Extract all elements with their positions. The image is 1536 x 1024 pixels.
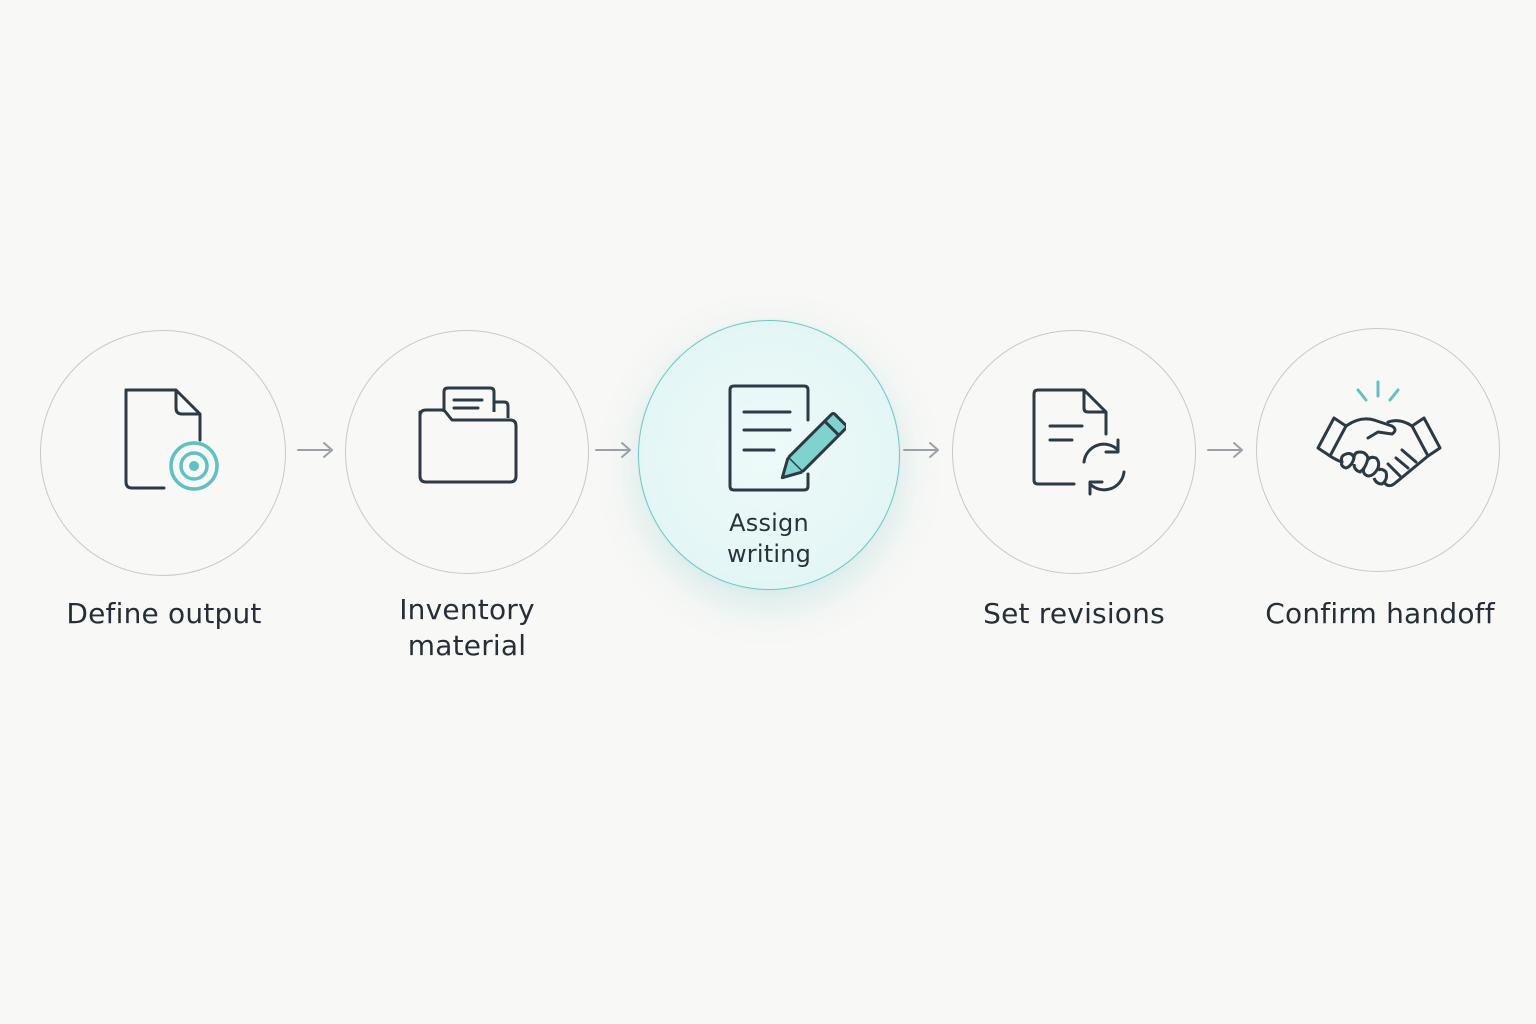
document-target-icon	[124, 388, 219, 491]
arrow-right-icon	[297, 442, 333, 458]
step-2-label: Inventory material	[399, 593, 535, 662]
document-pencil-icon	[728, 384, 846, 492]
step-5-circle	[1256, 328, 1500, 572]
step-2-circle	[345, 330, 589, 574]
step-4-circle	[952, 330, 1196, 574]
arrow-right-icon	[1207, 442, 1243, 458]
step-1-circle	[40, 330, 286, 576]
step-3-label: Assign writing	[726, 509, 812, 568]
folder-files-icon	[418, 386, 518, 484]
arrow-right-icon	[595, 442, 631, 458]
step-5-label: Confirm handoff	[1265, 597, 1495, 630]
arrow-right-icon	[903, 442, 939, 458]
document-refresh-icon	[1032, 388, 1126, 496]
step-1-label: Define output	[66, 597, 262, 630]
step-3-circle-active	[638, 320, 900, 590]
step-4-label: Set revisions	[983, 597, 1165, 630]
handshake-icon	[1316, 380, 1442, 488]
